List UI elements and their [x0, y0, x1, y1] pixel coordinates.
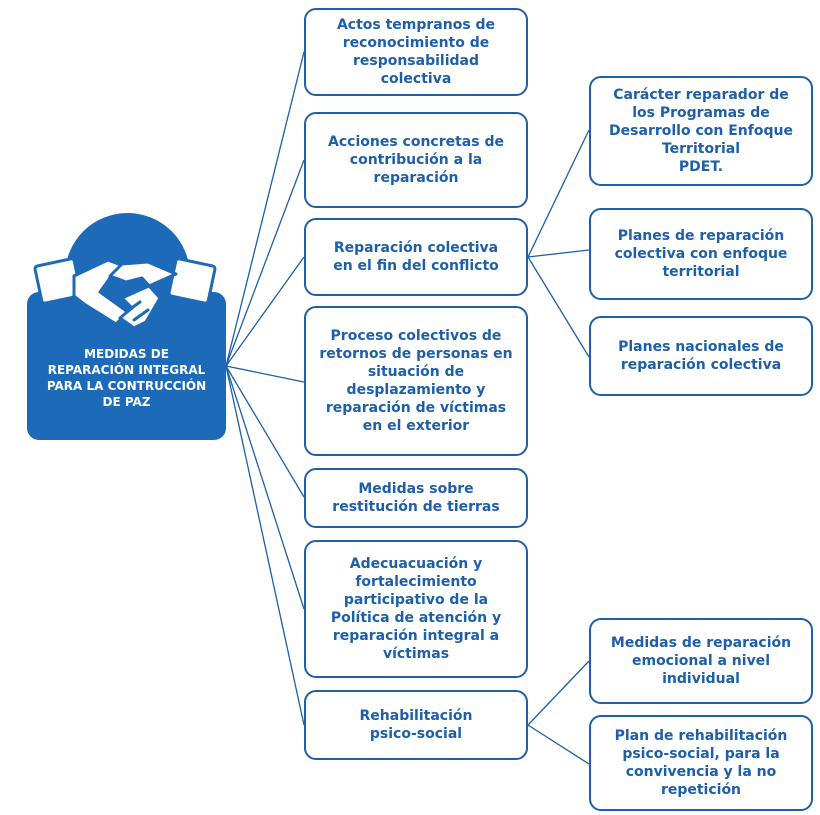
node-plan-rehabilitacion: Plan de rehabilitación psico-social, par…: [589, 715, 813, 811]
connector-n7-s5: [527, 724, 590, 765]
connector-n3-s2: [527, 249, 590, 258]
node-reparacion-colectiva: Reparación colectiva en el fin del confl…: [304, 218, 528, 296]
node-pdet: Carácter reparador de los Programas de D…: [589, 76, 813, 186]
node-label: Reparación colectiva en el fin del confl…: [333, 240, 499, 274]
node-label: Medidas sobre restitución de tierras: [332, 481, 500, 515]
connector-root-n1: [225, 51, 305, 367]
node-label: Planes nacionales de reparación colectiv…: [618, 339, 784, 373]
node-label: Plan de rehabilitación psico-social, par…: [614, 728, 788, 798]
connector-root-n6: [225, 365, 305, 610]
node-label: Medidas de reparación emocional a nivel …: [610, 635, 792, 687]
handshake-icon: [33, 257, 217, 330]
node-planes-nacionales: Planes nacionales de reparación colectiv…: [589, 316, 813, 396]
node-actos-tempranos: Actos tempranos de reconocimiento de res…: [304, 8, 528, 96]
node-label: Planes de reparación colectiva con enfoq…: [614, 228, 788, 280]
node-label: Carácter reparador de los Programas de D…: [609, 87, 793, 175]
node-label: Acciones concretas de contribución a la …: [328, 134, 504, 186]
node-reparacion-emocional: Medidas de reparación emocional a nivel …: [589, 618, 813, 704]
node-label: Proceso colectivos de retornos de person…: [319, 328, 513, 434]
node-proceso-colectivos: Proceso colectivos de retornos de person…: [304, 306, 528, 456]
connector-n7-s4: [527, 660, 590, 726]
node-label: Actos tempranos de reconocimiento de res…: [336, 17, 496, 87]
connector-root-n3: [225, 256, 305, 367]
node-label: Adecuacuación y fortalecimiento particip…: [330, 556, 502, 662]
connector-root-n2: [225, 159, 305, 367]
connector-n3-s1: [527, 129, 590, 258]
node-restitucion-tierras: Medidas sobre restitución de tierras: [304, 468, 528, 528]
connector-root-n5: [225, 365, 305, 498]
connector-root-n4: [225, 365, 305, 383]
root-label: MEDIDAS DE REPARACIÓN INTEGRAL PARA LA C…: [46, 347, 207, 409]
connector-root-n7: [225, 365, 305, 726]
node-planes-territorial: Planes de reparación colectiva con enfoq…: [589, 208, 813, 300]
node-label: Rehabilitación psico-social: [359, 708, 473, 742]
node-adecuacion-politica: Adecuacuación y fortalecimiento particip…: [304, 540, 528, 678]
node-rehabilitacion: Rehabilitación psico-social: [304, 690, 528, 760]
node-acciones-concretas: Acciones concretas de contribución a la …: [304, 112, 528, 208]
connector-n3-s3: [527, 256, 590, 358]
